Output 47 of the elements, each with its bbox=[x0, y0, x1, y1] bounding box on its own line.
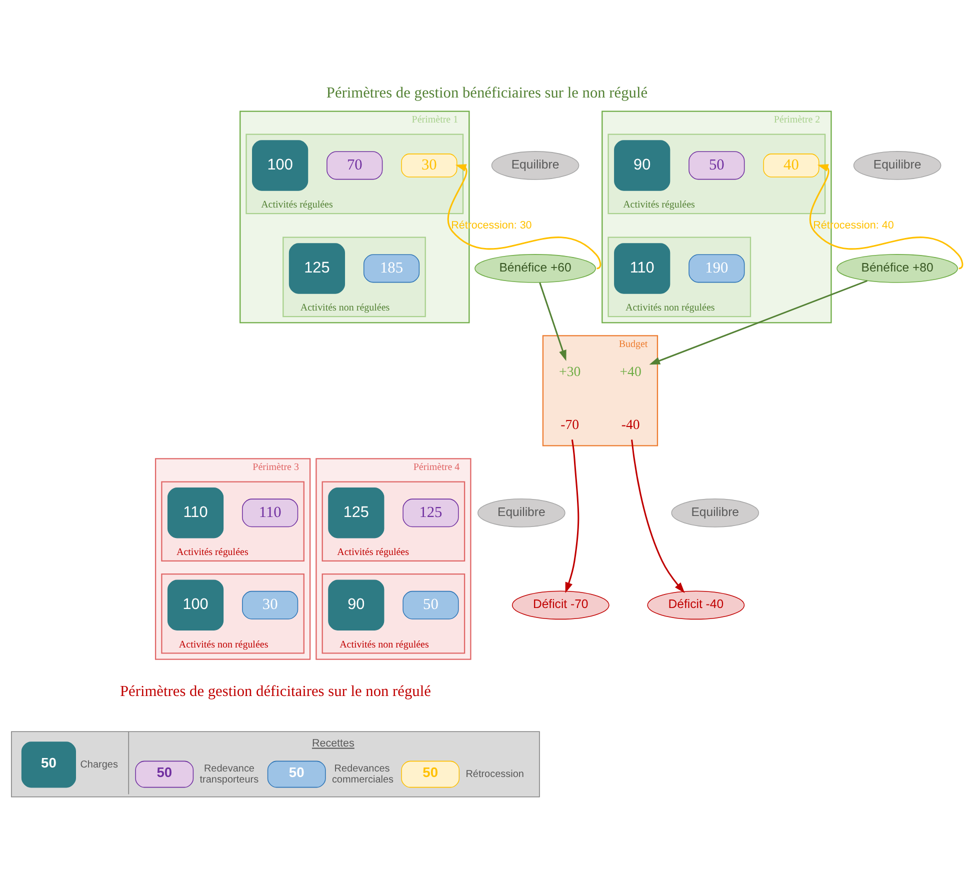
node-box: 125 bbox=[328, 488, 384, 538]
node-ellipse: Bénéfice +80 bbox=[836, 254, 958, 283]
arrow bbox=[649, 280, 868, 365]
node-ellipse: Equilibre bbox=[671, 498, 760, 528]
legend-label: Charges bbox=[80, 759, 118, 770]
node-box: 125 bbox=[288, 243, 346, 294]
node-ellipse: Equilibre bbox=[491, 151, 580, 180]
node-box: 50 bbox=[402, 590, 459, 620]
label: 50 bbox=[156, 764, 172, 780]
node-text: -70 bbox=[560, 417, 580, 432]
node-box: 30 bbox=[242, 590, 298, 620]
node-box: 90 bbox=[328, 580, 384, 630]
arrow bbox=[539, 282, 566, 361]
node-box: 110 bbox=[167, 488, 224, 538]
legend-label: Redevance transporteurs bbox=[200, 763, 259, 786]
diagram-title: Périmètres de gestion bénéficiaires sur le non régulé bbox=[326, 84, 648, 102]
node-box: 90 bbox=[614, 140, 670, 191]
node-box: 185 bbox=[363, 254, 420, 283]
node-ellipse: Déficit -40 bbox=[647, 590, 745, 620]
label: Recettes bbox=[312, 738, 354, 750]
node-box: 40 bbox=[763, 154, 820, 178]
node-ellipse: Equilibre bbox=[478, 498, 566, 528]
node-text: +30 bbox=[559, 364, 581, 380]
node-text: -40 bbox=[621, 417, 640, 432]
node-box: 100 bbox=[252, 140, 308, 191]
arrow bbox=[565, 439, 580, 594]
node-box: 50 bbox=[688, 151, 745, 180]
caption: Périmètres de gestion déficitaires sur le non régulé bbox=[120, 683, 431, 700]
node-box: 110 bbox=[614, 243, 670, 294]
node-box: 30 bbox=[401, 154, 458, 178]
legend-label: Redevances commerciales bbox=[332, 763, 394, 786]
legend-label: Rétrocession bbox=[466, 768, 524, 780]
node-ellipse: Equilibre bbox=[853, 151, 942, 180]
arrow bbox=[631, 440, 685, 594]
node-text: +40 bbox=[620, 364, 642, 380]
node-box: 125 bbox=[402, 498, 459, 528]
label: 50 bbox=[422, 764, 438, 780]
node-ellipse: Déficit -70 bbox=[512, 590, 610, 620]
arrow bbox=[809, 164, 964, 270]
node-box: 190 bbox=[688, 254, 745, 283]
arrow bbox=[447, 164, 602, 270]
node-ellipse: Bénéfice +60 bbox=[474, 254, 596, 283]
node-box: 100 bbox=[167, 580, 224, 630]
label: 50 bbox=[41, 754, 56, 770]
node-box: 70 bbox=[326, 151, 383, 180]
node-box: 110 bbox=[242, 498, 298, 528]
label: 50 bbox=[288, 764, 304, 780]
